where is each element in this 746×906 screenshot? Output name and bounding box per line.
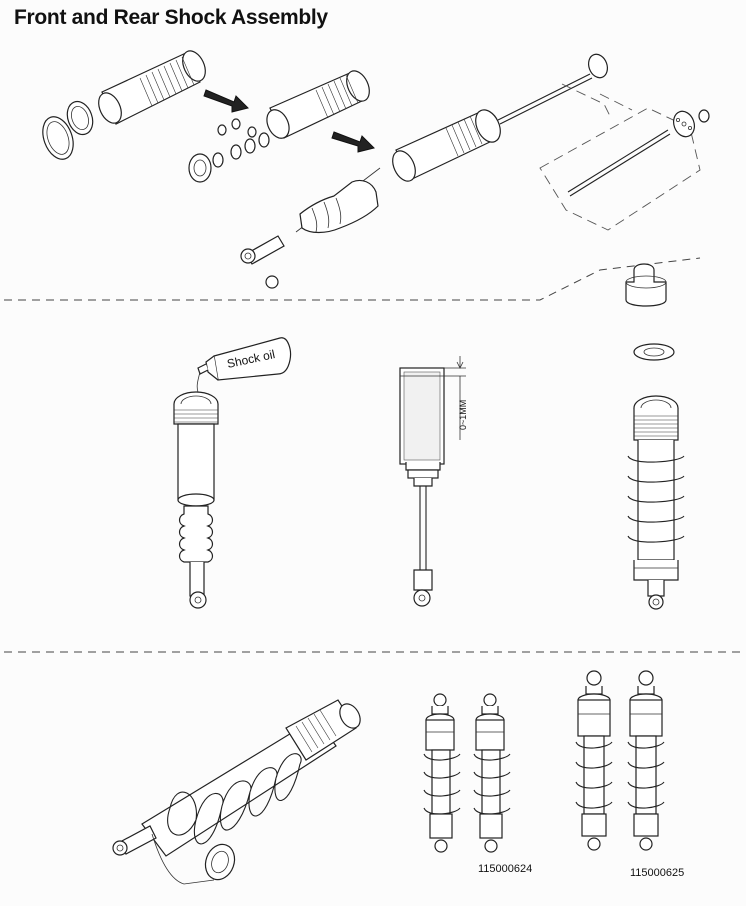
section-divider-1: [4, 257, 701, 301]
shock-cross-section: 0~1MM: [399, 356, 468, 607]
shock-pair-115000624: 115000624: [423, 693, 532, 875]
shock-being-filled: [173, 391, 219, 609]
inset-shaft-piston: [539, 83, 710, 231]
shock-long-left: [575, 670, 613, 851]
gap-measurement-label: 0~1MM: [458, 400, 468, 430]
shock-short-right: [473, 693, 511, 853]
shock-pair-115000625: 115000625: [575, 670, 684, 879]
step1-exploded-body: [42, 50, 206, 160]
part-number-right: 115000625: [630, 867, 684, 879]
shock-short-left: [423, 693, 461, 853]
shock-oil-bottle: Shock oil: [196, 337, 292, 393]
step2-exploded-body: [188, 70, 370, 183]
assembled-shock-large: [112, 699, 361, 885]
step3-assembled-body: [240, 53, 609, 289]
cap-spring-assembly: [625, 263, 685, 610]
arrow-step2: [331, 131, 375, 153]
part-number-left: 115000624: [478, 863, 532, 875]
shock-long-right: [627, 670, 665, 851]
page-title: Front and Rear Shock Assembly: [14, 6, 328, 29]
arrow-step1: [203, 89, 249, 113]
